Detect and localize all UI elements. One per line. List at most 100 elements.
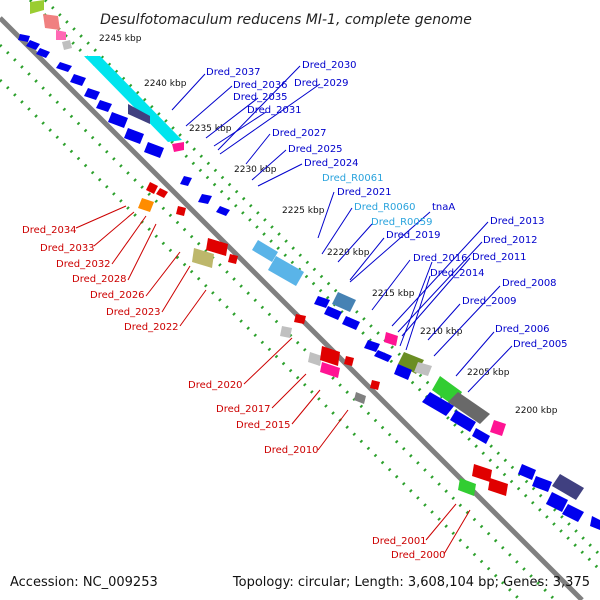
map-title: Desulfotomaculum reducens MI-1, complete… bbox=[100, 12, 472, 28]
gene-feature bbox=[198, 194, 212, 204]
kbp-tick-label: 2235 kbp bbox=[189, 124, 232, 134]
gene-label[interactable]: Dred_R0059 bbox=[371, 217, 433, 228]
gene-feature bbox=[518, 464, 536, 480]
kbp-tick-label: 2240 kbp bbox=[144, 79, 187, 89]
gene-label[interactable]: Dred_2023 bbox=[106, 307, 161, 318]
forward-gene-labels: Dred_2037 Dred_2036 Dred_2035 Dred_2031 … bbox=[206, 60, 568, 350]
gene-label[interactable]: Dred_2019 bbox=[386, 230, 441, 241]
gene-label[interactable]: Dred_2036 bbox=[233, 80, 288, 91]
outer-dotted-guide bbox=[28, 0, 600, 572]
gene-label[interactable]: Dred_R0061 bbox=[322, 173, 384, 184]
gene-feature bbox=[332, 292, 356, 312]
gene-label[interactable]: Dred_2031 bbox=[247, 105, 302, 116]
kbp-tick-label: 2225 kbp bbox=[282, 206, 325, 216]
gene-feature bbox=[450, 410, 476, 432]
gene-label[interactable]: Dred_2010 bbox=[264, 445, 319, 456]
gene-feature bbox=[146, 182, 158, 194]
gene-label[interactable]: Dred_2030 bbox=[302, 60, 357, 71]
gene-label[interactable]: Dred_2021 bbox=[337, 187, 392, 198]
gene-label[interactable]: Dred_2006 bbox=[495, 324, 550, 335]
outer-dotted-guide-2 bbox=[43, 0, 600, 557]
gene-feature bbox=[364, 340, 380, 352]
gene-feature bbox=[156, 188, 168, 198]
gene-feature bbox=[324, 306, 342, 320]
gene-label[interactable]: Dred_2033 bbox=[40, 243, 95, 254]
gene-feature bbox=[590, 516, 600, 530]
gene-feature bbox=[70, 74, 86, 86]
gene-feature bbox=[206, 238, 228, 256]
gene-feature bbox=[26, 40, 40, 50]
gene-feature bbox=[18, 34, 30, 42]
kbp-scale: 2245 kbp 2240 kbp 2235 kbp 2230 kbp 2225… bbox=[99, 34, 558, 416]
gene-label[interactable]: Dred_2009 bbox=[462, 296, 517, 307]
forward-strand-genes bbox=[18, 0, 600, 530]
gene-label[interactable]: Dred_2011 bbox=[472, 252, 527, 263]
gene-feature bbox=[30, 0, 44, 14]
gene-label[interactable]: Dred_2012 bbox=[483, 235, 538, 246]
gene-feature bbox=[422, 392, 454, 416]
gene-label[interactable]: Dred_2024 bbox=[304, 158, 359, 169]
gene-label[interactable]: Dred_R0060 bbox=[354, 202, 416, 213]
gene-feature bbox=[488, 478, 508, 496]
gene-feature bbox=[192, 248, 214, 268]
gene-feature bbox=[172, 142, 184, 152]
gene-feature bbox=[354, 392, 366, 404]
gene-feature bbox=[472, 428, 490, 444]
gene-feature bbox=[96, 100, 112, 112]
gene-feature bbox=[108, 112, 128, 128]
gene-feature bbox=[128, 104, 150, 124]
gene-feature bbox=[384, 332, 398, 346]
reverse-leader-lines bbox=[75, 205, 471, 555]
inner-dotted-guide bbox=[0, 78, 522, 600]
gene-label[interactable]: Dred_2025 bbox=[288, 144, 343, 155]
kbp-tick-label: 2220 kbp bbox=[327, 248, 370, 258]
gene-feature bbox=[56, 30, 66, 40]
gene-feature bbox=[268, 256, 304, 286]
gene-label[interactable]: Dred_2008 bbox=[502, 278, 557, 289]
kbp-tick-label: 2210 kbp bbox=[420, 327, 463, 337]
kbp-tick-label: 2200 kbp bbox=[515, 406, 558, 416]
gene-label[interactable]: Dred_2017 bbox=[216, 404, 271, 415]
gene-feature bbox=[294, 314, 306, 324]
gene-label[interactable]: Dred_2005 bbox=[513, 339, 568, 350]
gene-label[interactable]: Dred_2020 bbox=[188, 380, 243, 391]
forward-leader-lines bbox=[171, 65, 513, 393]
gene-feature bbox=[370, 380, 380, 390]
gene-label[interactable]: Dred_2013 bbox=[490, 216, 545, 227]
gene-label[interactable]: Dred_2032 bbox=[56, 259, 111, 270]
reverse-gene-labels: Dred_2034 Dred_2033 Dred_2032 Dred_2028 … bbox=[22, 225, 446, 561]
gene-label[interactable]: Dred_2027 bbox=[272, 128, 327, 139]
gene-label[interactable]: Dred_2026 bbox=[90, 290, 145, 301]
gene-label[interactable]: Dred_2022 bbox=[124, 322, 179, 333]
kbp-tick-label: 2245 kbp bbox=[99, 34, 142, 44]
gene-label[interactable]: tnaA bbox=[432, 202, 455, 213]
gene-feature bbox=[314, 296, 330, 308]
gene-label[interactable]: Dred_2034 bbox=[22, 225, 77, 236]
gene-feature bbox=[532, 476, 552, 492]
gene-feature bbox=[308, 352, 322, 366]
gene-feature bbox=[124, 128, 144, 144]
gene-feature bbox=[342, 316, 360, 330]
gene-label[interactable]: Dred_2001 bbox=[372, 536, 427, 547]
kbp-tick-label: 2205 kbp bbox=[467, 368, 510, 378]
reverse-strand-genes bbox=[138, 182, 508, 496]
gene-label[interactable]: Dred_2028 bbox=[72, 274, 127, 285]
gene-feature bbox=[414, 362, 432, 376]
gene-label[interactable]: Dred_2035 bbox=[233, 92, 288, 103]
gene-label[interactable]: Dred_2015 bbox=[236, 420, 291, 431]
gene-feature bbox=[84, 88, 100, 100]
gene-label[interactable]: Dred_2029 bbox=[294, 78, 349, 89]
gene-feature bbox=[320, 362, 340, 378]
kbp-tick-label: 2215 kbp bbox=[372, 289, 415, 299]
gene-feature bbox=[43, 14, 60, 30]
gene-feature bbox=[280, 326, 292, 338]
gene-feature bbox=[320, 346, 340, 366]
gene-feature bbox=[62, 40, 72, 50]
gene-label[interactable]: Dred_2000 bbox=[391, 550, 446, 561]
gene-feature bbox=[36, 48, 50, 58]
gene-label[interactable]: Dred_2014 bbox=[430, 268, 485, 279]
gene-label[interactable]: Dred_2037 bbox=[206, 67, 261, 78]
gene-label[interactable]: Dred_2016 bbox=[413, 253, 468, 264]
gene-feature bbox=[562, 504, 584, 522]
gene-feature bbox=[138, 198, 154, 212]
